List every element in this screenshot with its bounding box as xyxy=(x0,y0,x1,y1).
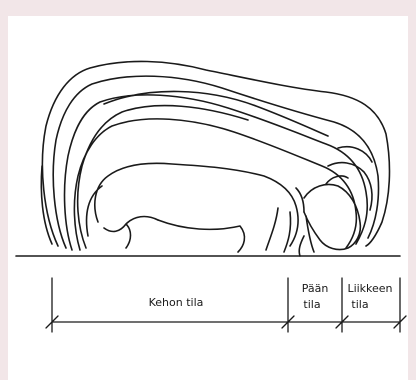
head-contour-2 xyxy=(338,147,372,162)
figure-frame: Kehon tila Pään tila Liikkeen tila xyxy=(8,16,408,380)
label-movement-space-line2: tila xyxy=(351,298,368,311)
label-movement-space-line1: Liikkeen xyxy=(347,282,392,295)
label-body-space: Kehon tila xyxy=(149,296,204,309)
cow-tail xyxy=(87,186,102,236)
cow-leg-front xyxy=(266,208,291,252)
cow-belly xyxy=(158,220,244,252)
motion-contour-1 xyxy=(42,61,389,246)
motion-contour-7 xyxy=(104,91,328,136)
cow-leg-hind xyxy=(104,217,158,248)
cow-chin xyxy=(299,236,304,256)
label-head-space-line1: Pään xyxy=(302,282,329,295)
cow-space-diagram: Kehon tila Pään tila Liikkeen tila xyxy=(8,16,408,380)
label-head-space-line2: tila xyxy=(303,298,320,311)
cow-body-outline xyxy=(95,163,298,246)
motion-contour-5 xyxy=(78,106,248,248)
